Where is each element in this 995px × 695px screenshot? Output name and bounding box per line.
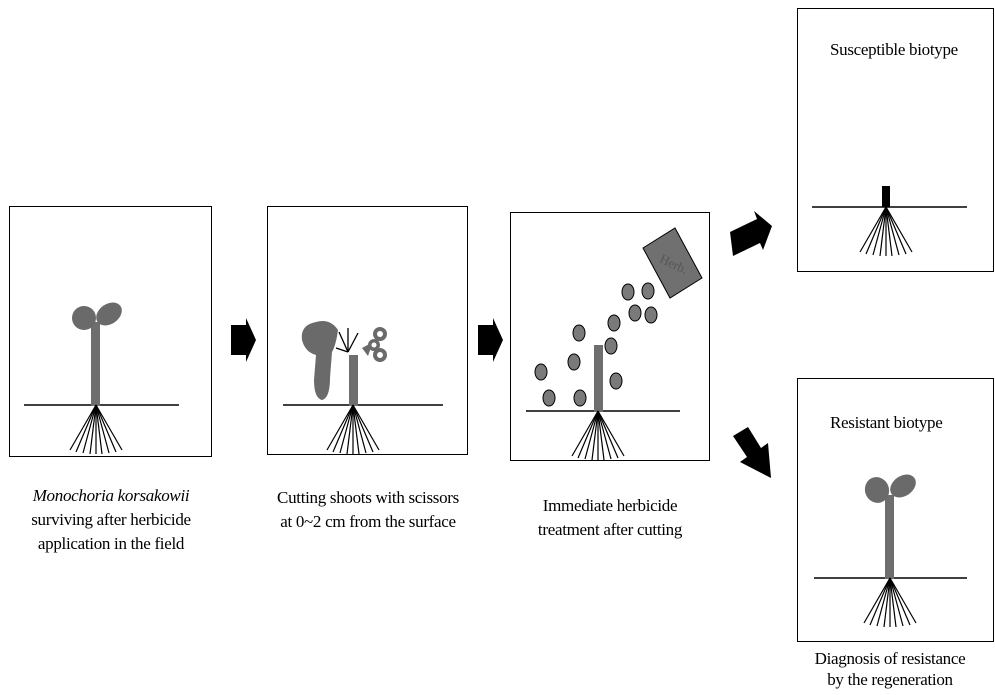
caption-cutting: Cutting shoots with scissors at 0~2 cm f…	[254, 486, 482, 534]
caption-diagnosis-line2: by the regeneration	[827, 670, 953, 689]
caption-field-line2: surviving after herbicide	[31, 510, 191, 529]
herbicide-package-icon: Herb.	[642, 227, 703, 299]
panel-cutting	[267, 206, 468, 455]
caption-field-plant: Monochoria korsakowii surviving after he…	[0, 484, 222, 556]
caption-field-line3: application in the field	[37, 534, 185, 553]
plant-herbicide-treatment: Herb.	[526, 227, 703, 461]
plant-cutting	[283, 321, 443, 455]
species-name: Monochoria korsakowii	[32, 486, 190, 505]
caption-treatment-line2: treatment after cutting	[537, 520, 683, 539]
caption-treatment: Immediate herbicide treatment after cutt…	[505, 494, 715, 542]
caption-treatment-line1: Immediate herbicide	[542, 496, 678, 515]
caption-diagnosis: Diagnosis of resistance by the regenerat…	[785, 648, 995, 690]
arrow-to-resistant	[733, 427, 771, 478]
arrow-step-1	[231, 318, 256, 362]
herbicide-granules	[534, 282, 658, 407]
caption-cutting-line1: Cutting shoots with scissors	[277, 488, 459, 507]
panel-field-plant	[9, 206, 212, 457]
scissors-icon	[362, 327, 387, 362]
plant-field	[24, 302, 179, 455]
caption-cutting-line2: at 0~2 cm from the surface	[280, 512, 456, 531]
caption-diagnosis-line1: Diagnosis of resistance	[814, 649, 966, 668]
resistant-biotype-label: Resistant biotype	[830, 413, 943, 432]
arrow-to-susceptible	[730, 211, 772, 256]
plant-susceptible	[812, 186, 967, 257]
arrow-step-2	[478, 318, 503, 362]
plant-resistant	[814, 474, 967, 628]
susceptible-biotype-label: Susceptible biotype	[830, 40, 958, 59]
